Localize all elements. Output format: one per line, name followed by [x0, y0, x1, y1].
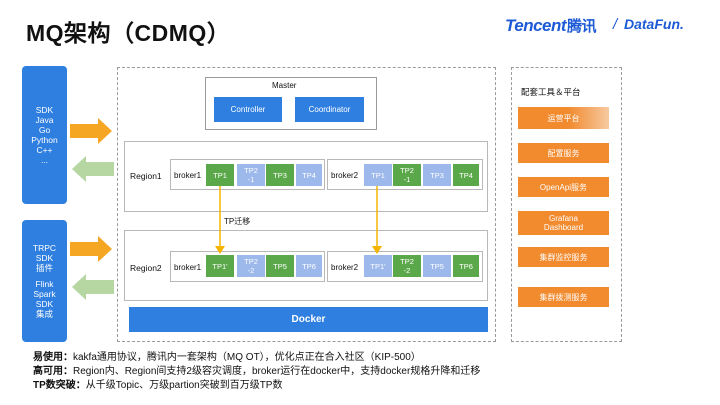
feature-head: 高可用：: [33, 366, 73, 377]
sdk-line: SDK: [35, 253, 54, 263]
broker-label: broker1: [174, 171, 202, 180]
tp-block: TP1: [364, 164, 392, 186]
broker-label: broker1: [174, 263, 202, 272]
tp-block: TP1': [206, 255, 234, 277]
sdk-line: Flink: [35, 279, 54, 289]
tencent-logo-cn: 腾讯: [567, 18, 597, 35]
feature-body: Region内、Region间支持2级容灾调度，broker运行在docker中…: [73, 366, 481, 377]
sdk-line: SDK: [35, 105, 54, 115]
tp-block: TP1': [364, 255, 392, 277]
down-arrow-icon: [215, 246, 225, 254]
tool-ops-platform: 运营平台: [518, 107, 609, 129]
top-arrows: [70, 118, 114, 182]
tp-block: TP4: [296, 164, 322, 186]
feature-head: 易使用：: [33, 352, 73, 363]
tp-block: TP4: [453, 164, 479, 186]
sdk-line: ...: [40, 155, 49, 165]
sdk-plugins-box: TRPC SDK 插件 Flink Spark SDK 集成: [22, 220, 67, 342]
tp-block: TP5: [266, 255, 294, 277]
tencent-logo-en: Tencent: [505, 16, 567, 35]
feature-body: kakfa通用协议，腾讯内一套架构（MQ OT），优化点正在合入社区（KIP-5…: [73, 352, 421, 363]
sdk-line: Go: [38, 125, 51, 135]
tools-title: 配套工具＆平台: [521, 87, 581, 97]
bottom-arrows: [70, 236, 114, 300]
tp-block: TP3: [423, 164, 451, 186]
sdk-line: SDK: [35, 299, 54, 309]
tp-migration-arrows: [215, 186, 382, 254]
sdk-line: 集成: [35, 309, 53, 319]
tool-monitor-service: 集群监控服务: [518, 247, 609, 267]
logo-separator: /: [613, 16, 618, 33]
sdk-line: Python: [31, 135, 58, 145]
feature-head: TP数突破：: [33, 380, 86, 391]
tp-block: TP2 -1: [237, 164, 265, 186]
tool-grafana-dashboard: Grafana Dashboard: [518, 211, 609, 235]
controller-box: Controller: [214, 97, 282, 122]
tp-block: TP2 -2: [237, 255, 265, 277]
right-arrow-icon: [70, 236, 112, 262]
tp-block: TP6: [296, 255, 322, 277]
sdk-line: C++: [36, 145, 53, 155]
feature-line: TP数突破：从千级Topic、万级partion突破到百万级TP数: [33, 379, 282, 392]
feature-line: 易使用：kakfa通用协议，腾讯内一套架构（MQ OT），优化点正在合入社区（K…: [33, 351, 421, 364]
datafun-logo: DataFun.: [624, 16, 684, 32]
tp-block: TP3: [266, 164, 294, 186]
sdk-line: 插件: [35, 263, 53, 273]
left-arrow-icon: [72, 274, 114, 300]
tp-block: TP5: [423, 255, 451, 277]
tp-block: TP1: [206, 164, 234, 186]
master-label: Master: [272, 81, 297, 90]
sdk-languages-box: SDK Java Go Python C++ ...: [22, 66, 67, 204]
tool-openapi-service: OpenApi服务: [518, 177, 609, 197]
broker-label: broker2: [331, 171, 359, 180]
left-arrow-icon: [72, 156, 114, 182]
tp-block: TP2 -2: [393, 255, 421, 277]
cluster-frame: [117, 67, 496, 342]
down-arrow-icon: [372, 246, 382, 254]
tool-config-service: 配置服务: [518, 143, 609, 163]
sdk-line: Spark: [33, 289, 56, 299]
coordinator-box: Coordinator: [295, 97, 364, 122]
tp-migration-label: TP迁移: [224, 217, 251, 226]
region-label: Region1: [130, 171, 162, 181]
docker-bar: Docker: [129, 307, 488, 332]
broker-label: broker2: [331, 263, 359, 272]
region-label: Region2: [130, 263, 162, 273]
tencent-logo: Tencent腾讯: [505, 15, 597, 36]
sdk-line: Java: [35, 115, 54, 125]
sdk-line: TRPC: [32, 243, 57, 253]
feature-body: 从千级Topic、万级partion突破到百万级TP数: [85, 380, 283, 391]
right-arrow-icon: [70, 118, 112, 144]
page-title: MQ架构（CDMQ）: [26, 20, 231, 46]
tool-probe-service: 集群拨测服务: [518, 287, 609, 307]
tools-frame: [511, 67, 622, 342]
tp-block: TP2 -1: [393, 164, 421, 186]
tp-block: TP6: [453, 255, 479, 277]
feature-line: 高可用：Region内、Region间支持2级容灾调度，broker运行在doc…: [33, 365, 480, 378]
